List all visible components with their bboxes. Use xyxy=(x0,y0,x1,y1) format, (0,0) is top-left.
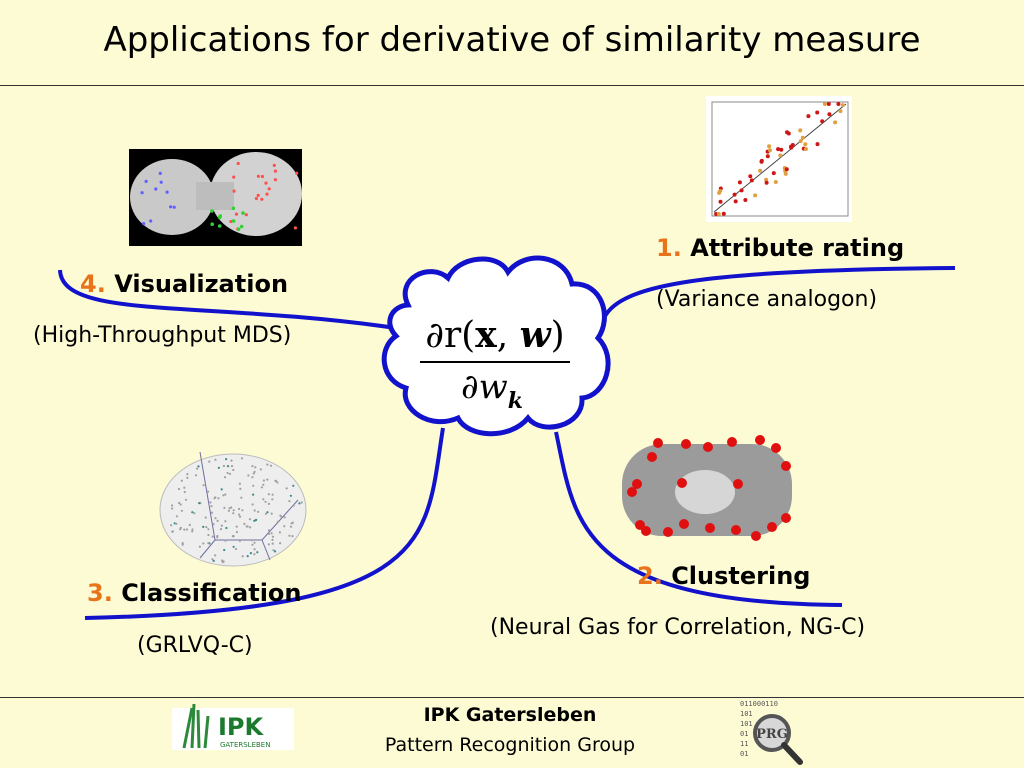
connector-classification xyxy=(84,427,445,620)
item-clustering-subtitle: (Neural Gas for Correlation, NG-C) xyxy=(490,615,866,640)
connector-attribute xyxy=(602,266,956,319)
connector-clustering xyxy=(554,431,843,607)
header-divider xyxy=(0,85,1024,86)
connector-visualization xyxy=(58,269,397,330)
item-attribute-rating-title: 1. Attribute rating xyxy=(656,234,905,262)
ipk-logo: IPK GATERSLEBEN xyxy=(172,703,294,750)
mind-map: ∂r(x, w) ∂wk xyxy=(58,96,956,620)
visualization-image xyxy=(129,149,302,246)
prg-logo: 011000110 101 101 01 11 01 PRG xyxy=(740,700,803,765)
svg-text:GATERSLEBEN: GATERSLEBEN xyxy=(220,741,270,749)
formula-numerator: ∂r(x, w) xyxy=(425,314,564,356)
svg-text:011000110 101 101: 011000110 101 101 01 11 01 xyxy=(740,700,782,758)
attribute-scatter-image xyxy=(706,96,852,222)
svg-text:IPK: IPK xyxy=(218,713,265,741)
item-classification-subtitle: (GRLVQ-C) xyxy=(137,633,253,658)
footer-group: Pattern Recognition Group xyxy=(384,734,636,756)
footer-institute: IPK Gatersleben xyxy=(423,704,597,726)
svg-text:PRG: PRG xyxy=(756,727,788,742)
item-classification-title: 3. Classification xyxy=(87,579,302,607)
formula-denominator: ∂wk xyxy=(461,367,523,414)
item-clustering-title: 2. Clustering xyxy=(637,562,811,590)
classification-image xyxy=(159,451,307,567)
item-attribute-rating-subtitle: (Variance analogon) xyxy=(656,287,878,312)
formula-cloud xyxy=(381,255,611,437)
item-visualization-title: 4. Visualization xyxy=(80,270,289,298)
slide-title: Applications for derivative of similarit… xyxy=(103,20,921,60)
item-visualization-subtitle: (High-Throughput MDS) xyxy=(33,323,292,348)
clustering-image xyxy=(622,435,792,541)
footer-divider xyxy=(0,697,1024,698)
